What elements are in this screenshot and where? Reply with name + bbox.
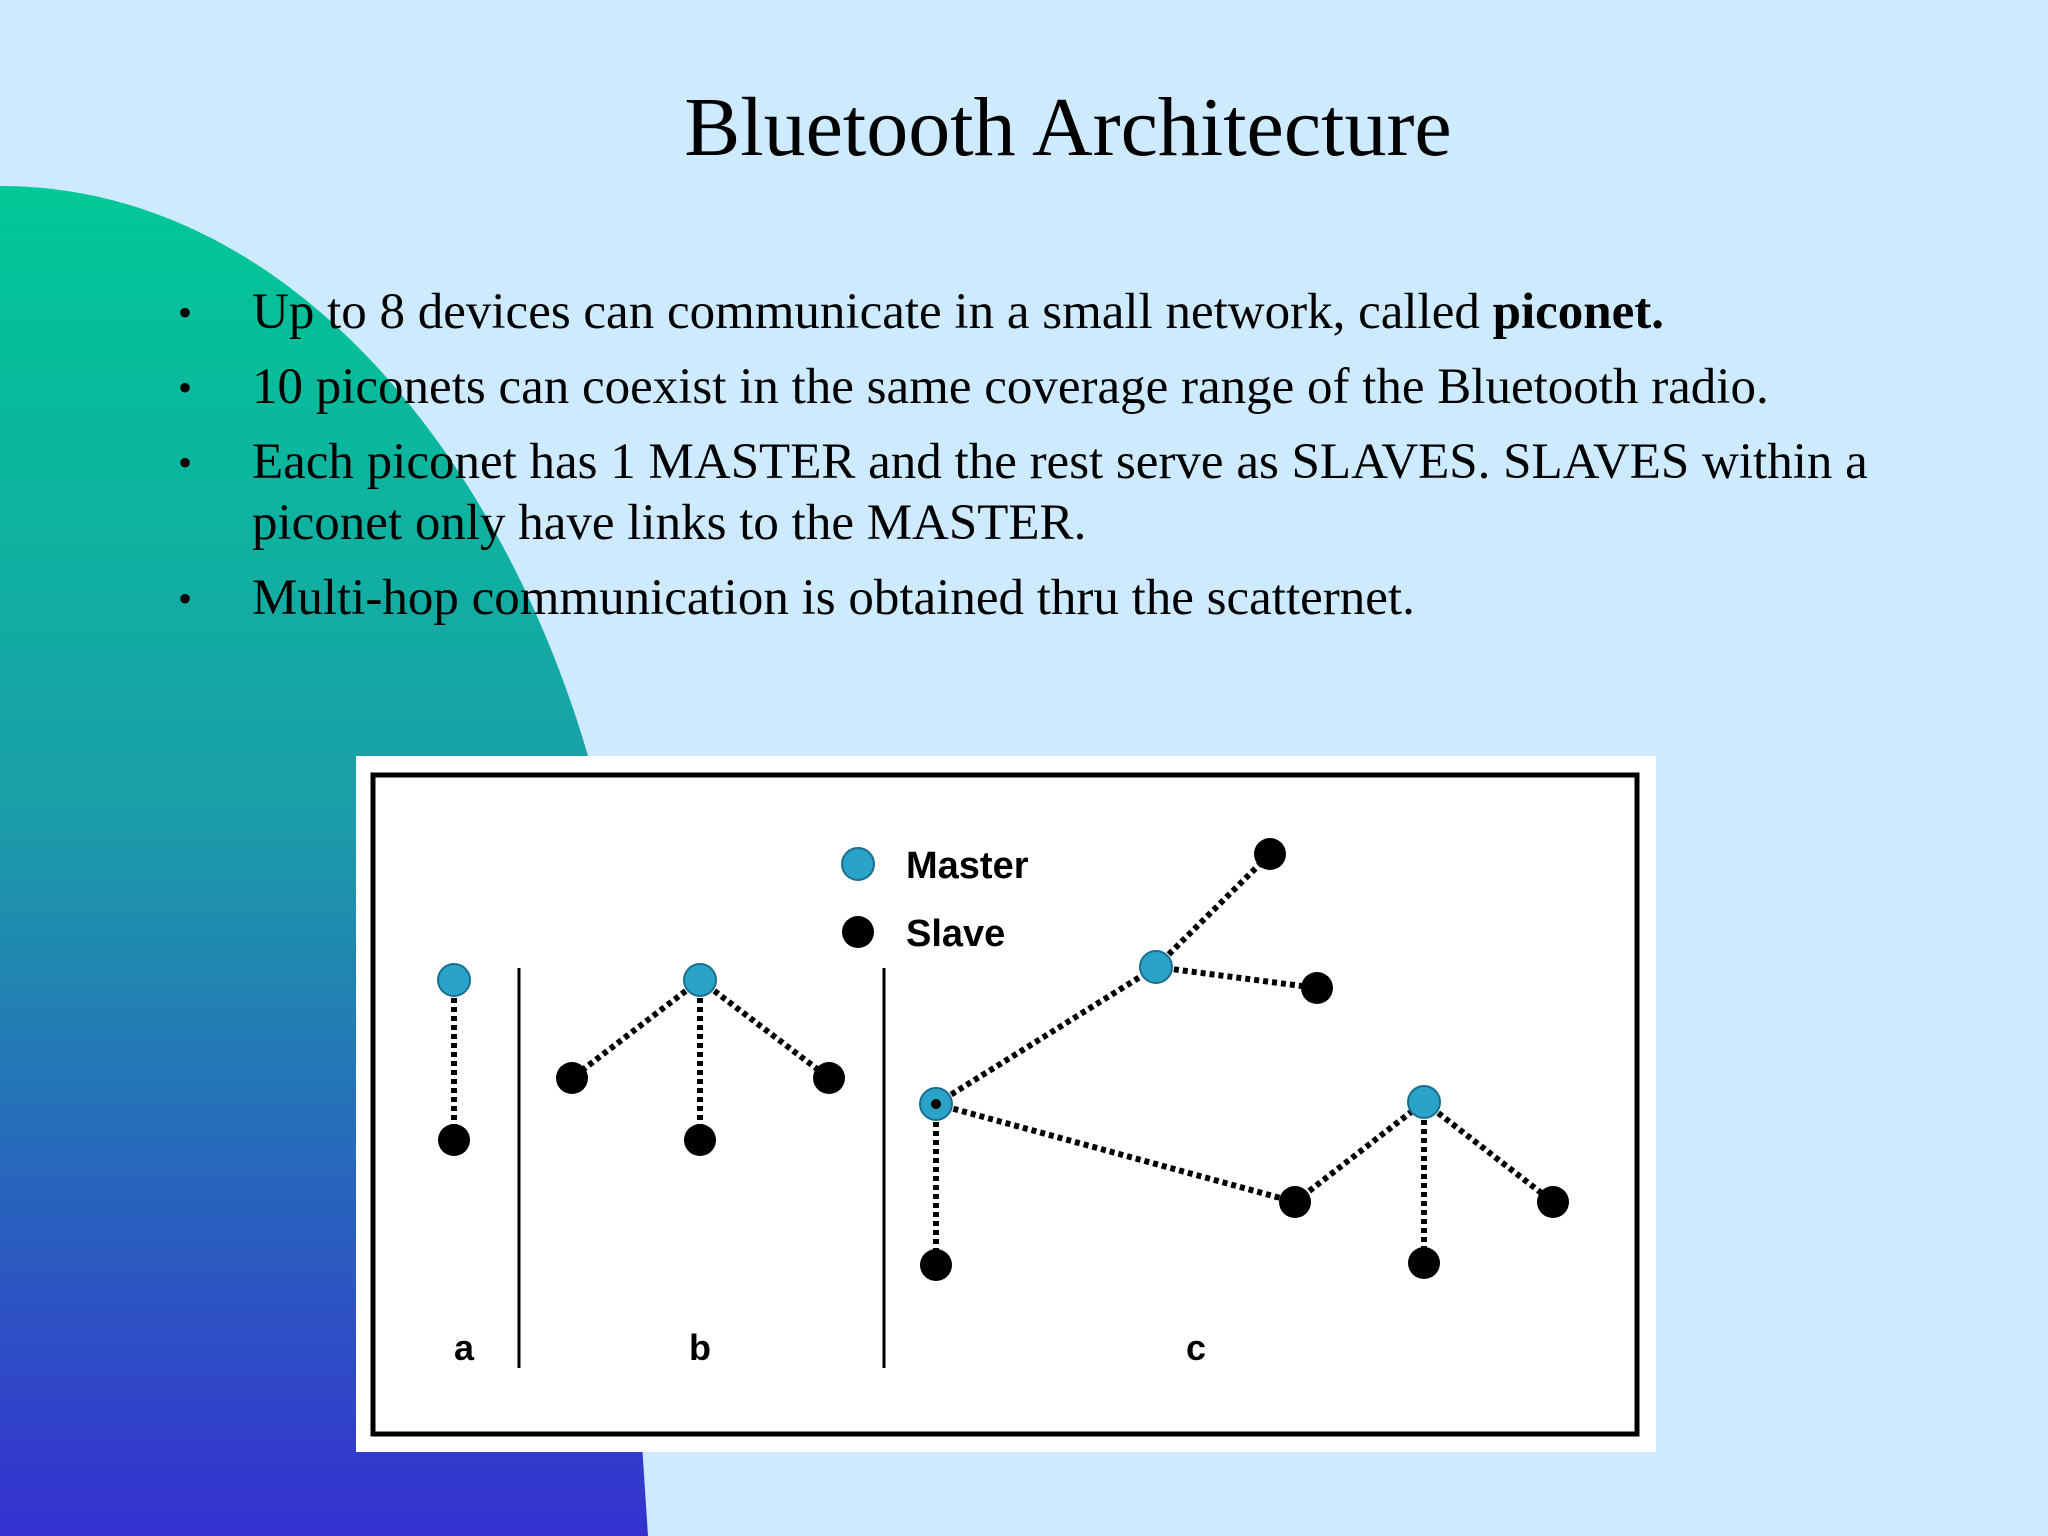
bullet-item: • Each piconet has 1 MASTER and the rest … — [170, 432, 1890, 554]
slide-title: Bluetooth Architecture — [684, 81, 1452, 174]
bullet-text: Up to 8 devices can communicate in a sma… — [252, 284, 1493, 340]
slave-node — [920, 1249, 952, 1281]
link — [1155, 964, 1318, 991]
diagram-border — [370, 772, 1640, 1437]
slave-node — [684, 1124, 716, 1156]
slave-node — [1254, 838, 1286, 870]
link — [1422, 1099, 1555, 1205]
slave-node — [1408, 1247, 1440, 1279]
bridge-slave-dot — [931, 1099, 941, 1109]
legend-slave-node — [842, 916, 874, 948]
master-node — [437, 963, 471, 997]
master-node — [1407, 1085, 1441, 1119]
bullet-text: 10 piconets can coexist in the same cove… — [252, 359, 1769, 415]
bullet-text: Multi-hop communication is obtained thru… — [252, 570, 1415, 626]
bullet-bold-term: piconet. — [1492, 284, 1664, 340]
legend-master-node — [841, 847, 875, 881]
bullet-list: • Up to 8 devices can communicate in a sm… — [170, 282, 1890, 643]
piconet-figure: Master Slave a b c — [356, 756, 1656, 1452]
link — [1293, 1099, 1426, 1205]
slave-node — [556, 1062, 588, 1094]
panel-label-b: b — [689, 1327, 711, 1368]
link — [934, 964, 1158, 1107]
master-node — [683, 963, 717, 997]
bullet-item: • 10 piconets can coexist in the same cov… — [170, 357, 1890, 418]
link — [935, 1101, 1296, 1205]
legend-slave-label: Slave — [906, 913, 1005, 955]
link — [698, 977, 831, 1081]
bullet-item: • Up to 8 devices can communicate in a sm… — [170, 282, 1890, 343]
slave-node — [1279, 1186, 1311, 1218]
bullet-item: • Multi-hop communication is obtained thr… — [170, 568, 1890, 629]
panel-label-a: a — [454, 1327, 475, 1368]
panel-label-c: c — [1186, 1327, 1206, 1368]
legend-master-label: Master — [906, 845, 1029, 887]
piconet-diagram: Master Slave a b c — [370, 772, 1640, 1437]
slave-node — [813, 1062, 845, 1094]
bullet-marker: • — [178, 440, 193, 485]
link — [570, 977, 702, 1081]
bullet-marker: • — [178, 576, 193, 621]
bullet-marker: • — [178, 290, 193, 335]
master-node — [1139, 950, 1173, 984]
link — [1153, 851, 1273, 970]
slave-node — [438, 1124, 470, 1156]
slave-node — [1537, 1186, 1569, 1218]
bullet-marker: • — [178, 365, 193, 410]
bullet-text: Each piconet has 1 MASTER and the rest s… — [252, 434, 1868, 551]
slave-node — [1301, 972, 1333, 1004]
